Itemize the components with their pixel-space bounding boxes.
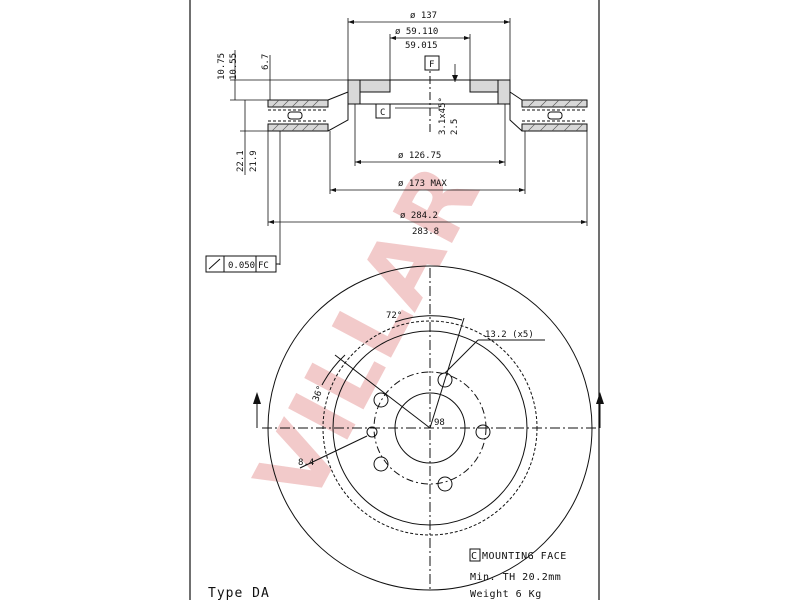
dim-h1055: 10.55: [229, 53, 239, 80]
mount-letter-box: [469, 548, 481, 562]
min-thickness: Min. TH 20.2mm: [470, 572, 561, 583]
pcd-label: 98: [434, 418, 445, 428]
datum-f-box: [424, 55, 440, 71]
section-hatching: [271, 99, 584, 132]
runout-value: 0.050: [228, 261, 255, 271]
section-arrows: [253, 392, 604, 404]
angle-72: 72°: [386, 311, 402, 321]
mount-letter: C: [471, 551, 478, 562]
dim-h219: 21.9: [249, 150, 259, 172]
dim-d12675: ø 126.75: [398, 151, 441, 161]
section-arrow-left-icon: [253, 392, 261, 404]
type-label: Type DA: [208, 586, 270, 600]
watermark-logo: VILLAR: [235, 148, 501, 520]
dim-d59015: 59.015: [405, 41, 438, 51]
section-view: [267, 60, 588, 135]
dim-d2838: 283.8: [412, 227, 439, 237]
info-block: C MOUNTING FACE Min. TH 20.2mm Weight 6 …: [469, 548, 567, 600]
datum-f-label: F: [429, 60, 434, 70]
dim-d2842: ø 284.2: [400, 211, 438, 221]
section-arrow-right-icon: [596, 392, 604, 404]
dim-d137: ø 137: [410, 11, 437, 21]
weight: Weight 6 Kg: [470, 589, 542, 600]
watermark-text: VILLAR: [235, 148, 501, 520]
runout-arrow-icon: [208, 258, 221, 270]
dim-h25: 2.5: [450, 119, 460, 135]
datum-c-label: C: [380, 108, 385, 118]
hole-8-4-label: 8.4: [298, 458, 314, 468]
runout-ref: FC: [258, 261, 269, 271]
mount-label: MOUNTING FACE: [482, 551, 567, 562]
arrowheads: [268, 20, 587, 224]
dim-h1075: 10.75: [217, 53, 227, 80]
holes-label: 13.2 (x5): [485, 330, 534, 340]
dim-d59110: ø 59.110: [395, 27, 438, 37]
dim-chamfer: 3.1x45°: [438, 97, 448, 135]
dim-h221: 22.1: [236, 150, 246, 172]
dimension-lines: [230, 18, 588, 265]
front-view: [256, 265, 601, 591]
runout-tolerance: 0.050 FC: [205, 255, 280, 273]
dim-h67: 6.7: [261, 54, 271, 70]
frame-lines: [189, 0, 600, 600]
dim-d173: ø 173 MAX: [398, 179, 447, 189]
datum-c-box: [375, 103, 391, 119]
